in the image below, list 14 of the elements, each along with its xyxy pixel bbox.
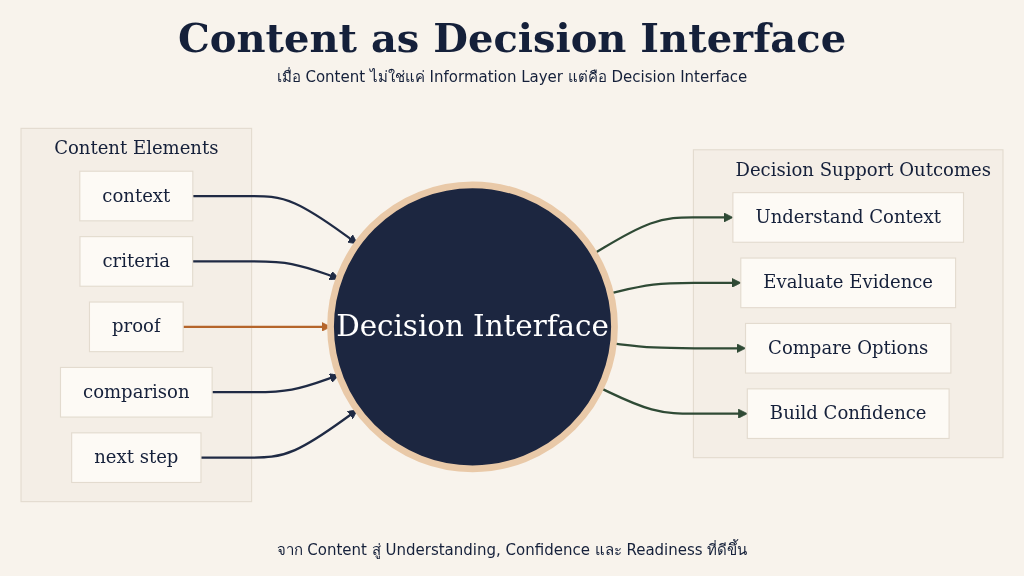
node-box: Compare Options <box>744 322 952 374</box>
node-circle: Decision Interface <box>327 181 618 473</box>
node-box: comparison <box>59 366 213 418</box>
arrow <box>192 194 358 245</box>
node-box: Evaluate Evidence <box>740 257 957 309</box>
title: Content as Decision Interface <box>176 14 848 61</box>
caption: จาก Content สู่ Understanding, Confidence และ Readiness ที่ดีขึ้น <box>275 538 749 561</box>
node-box: criteria <box>79 236 194 287</box>
subtitle: เมื่อ Content ไม่ใช่แค่ Information Layer แต่คือ Decision Interface <box>275 66 749 88</box>
node-box: context <box>79 170 194 222</box>
arrow <box>200 409 358 459</box>
node-box: Build Confidence <box>746 388 950 440</box>
node-box: next step <box>71 432 202 484</box>
node-box: Understand Context <box>732 192 965 243</box>
